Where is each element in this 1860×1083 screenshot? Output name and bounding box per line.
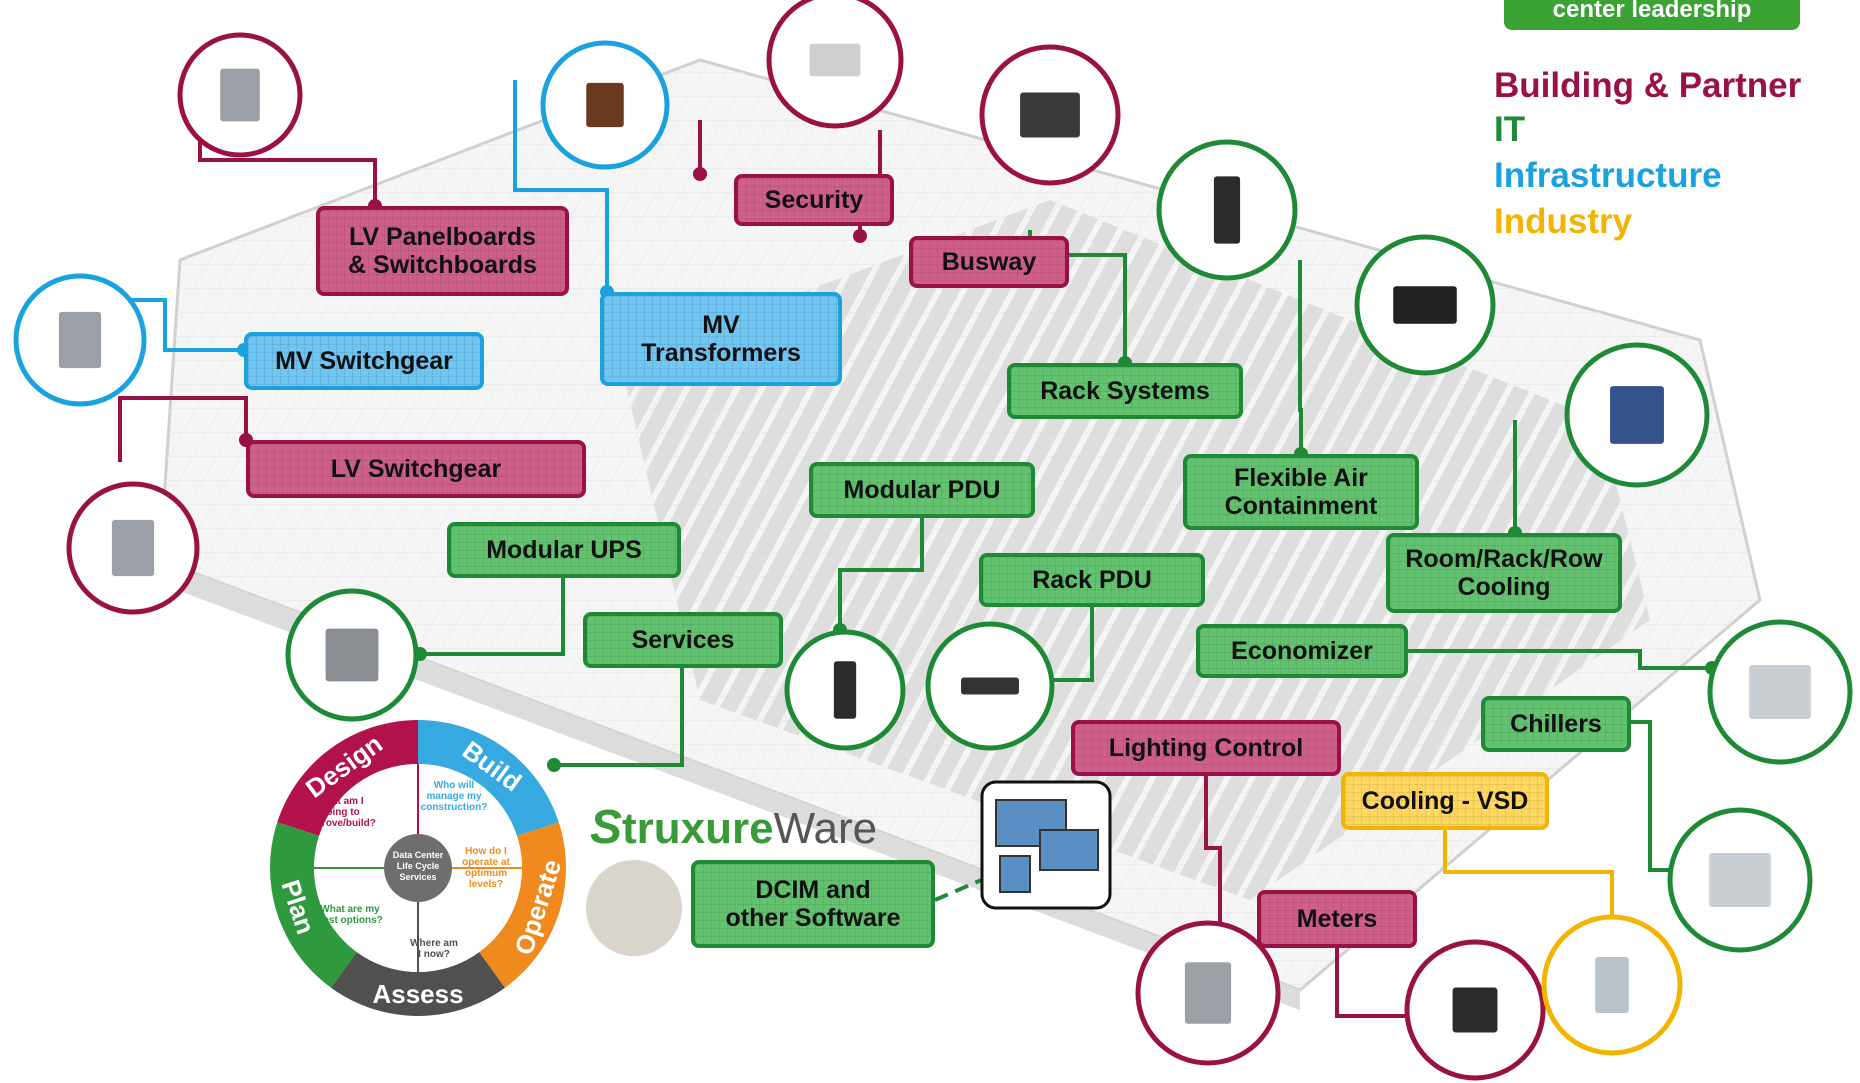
legend-building-partner: Building & Partner: [1494, 66, 1802, 105]
modular-pdu-photo: [784, 629, 906, 751]
lv-switchgear-photo: [66, 481, 200, 615]
lifecycle-center: [384, 834, 452, 902]
mv-switchgear-label: MV Switchgear: [244, 332, 484, 390]
lifecycle-question-design: going to: [320, 807, 359, 818]
room-rack-row-cooling-label: Room/Rack/Row Cooling: [1386, 533, 1622, 613]
lifecycle-question-build: construction?: [421, 802, 488, 813]
busway-photo: [979, 44, 1121, 186]
mv-transformers-label: MV Transformers: [600, 292, 842, 386]
connector-line: [1443, 830, 1614, 930]
lv-panelboards-photo: [177, 32, 303, 158]
connector-line: [554, 668, 684, 767]
connector-line: [934, 870, 1001, 902]
connector-line: [838, 518, 924, 630]
dcim-software-label: DCIM and other Software: [691, 860, 935, 948]
modular-ups-label: Modular UPS: [447, 522, 681, 578]
modular-ups-photo: [285, 588, 419, 722]
meters-label: Meters: [1257, 890, 1417, 948]
vsd-drive-photo: [1541, 914, 1683, 1056]
rack-systems-label: Rack Systems: [1007, 363, 1243, 419]
leadership-tag: center leadership: [1504, 0, 1800, 30]
connector-dot: [693, 167, 707, 181]
struxureware-s-mark: S: [590, 801, 623, 854]
lifecycle-question-operate: levels?: [469, 879, 503, 890]
cooling-vsd-label: Cooling - VSD: [1341, 772, 1549, 830]
lighting-control-photo: [1135, 920, 1281, 1066]
security-camera-photo: [766, 0, 904, 129]
connector-line: [1298, 260, 1303, 454]
connector-dot: [853, 229, 867, 243]
room-cooling-photo: [1564, 342, 1710, 488]
connector-line: [1335, 948, 1430, 1018]
connector-line: [118, 396, 248, 462]
lifecycle-center-line1: Data Center: [393, 850, 444, 860]
struxureware-logo: StruxureWare: [590, 800, 877, 855]
lv-panelboards-label: LV Panelboards & Switchboards: [316, 206, 569, 296]
mv-transformer-photo: [540, 40, 670, 170]
meter-photo: [1404, 939, 1546, 1081]
chillers-label: Chillers: [1481, 696, 1631, 752]
lifecycle-segment-assess: Assess: [372, 979, 463, 1009]
lifecycle-question-design: improve/build?: [304, 818, 376, 829]
modular-pdu-label: Modular PDU: [809, 462, 1035, 518]
lifecycle-question-build: Who will: [434, 780, 475, 791]
lifecycle-question-build: manage my: [426, 791, 481, 802]
connector-line: [1408, 649, 1712, 670]
flexible-air-containment-label: Flexible Air Containment: [1183, 454, 1419, 530]
legend-industry: Industry: [1494, 202, 1633, 241]
rack-system-photo: [1156, 139, 1298, 281]
chiller-photo: [1667, 807, 1813, 953]
mv-switchgear-photo: [13, 273, 147, 407]
busway-label: Busway: [909, 236, 1069, 288]
containment-photo: [1354, 234, 1496, 376]
rack-pdu-photo: [925, 621, 1055, 751]
lifecycle-center-line3: Services: [399, 872, 436, 882]
lifecycle-question-design: What am I: [316, 796, 363, 807]
security-label: Security: [734, 174, 894, 226]
rack-pdu-label: Rack PDU: [979, 553, 1205, 607]
lifecycle-question-assess: Where am: [410, 938, 458, 949]
legend-it: IT: [1494, 110, 1526, 149]
lighting-control-label: Lighting Control: [1071, 720, 1341, 776]
connector-dot: [547, 758, 561, 772]
lifecycle-question-assess: I now?: [418, 949, 450, 960]
lifecycle-question-operate: optimum: [465, 868, 507, 879]
support-person-photo: [586, 860, 682, 956]
services-label: Services: [583, 612, 783, 668]
lifecycle-question-plan: best options?: [317, 915, 383, 926]
economizer-photo: [1707, 619, 1853, 765]
struxureware-logo-ware: Ware: [773, 804, 878, 853]
dcim-devices-photo: [980, 780, 1112, 910]
connector-line: [420, 578, 565, 656]
connector-line: [1204, 776, 1222, 930]
lv-switchgear-label: LV Switchgear: [246, 440, 586, 498]
lifecycle-question-operate: How do I: [465, 846, 507, 857]
lifecycle-question-operate: operate at: [462, 857, 510, 868]
connector-line: [513, 80, 609, 292]
lifecycle-question-plan: What are my: [320, 904, 380, 915]
lifecycle-center-line2: Life Cycle: [397, 861, 440, 871]
struxureware-logo-text: truxure: [622, 804, 774, 853]
legend-infrastructure: Infrastructure: [1494, 156, 1722, 195]
economizer-label: Economizer: [1196, 624, 1408, 678]
